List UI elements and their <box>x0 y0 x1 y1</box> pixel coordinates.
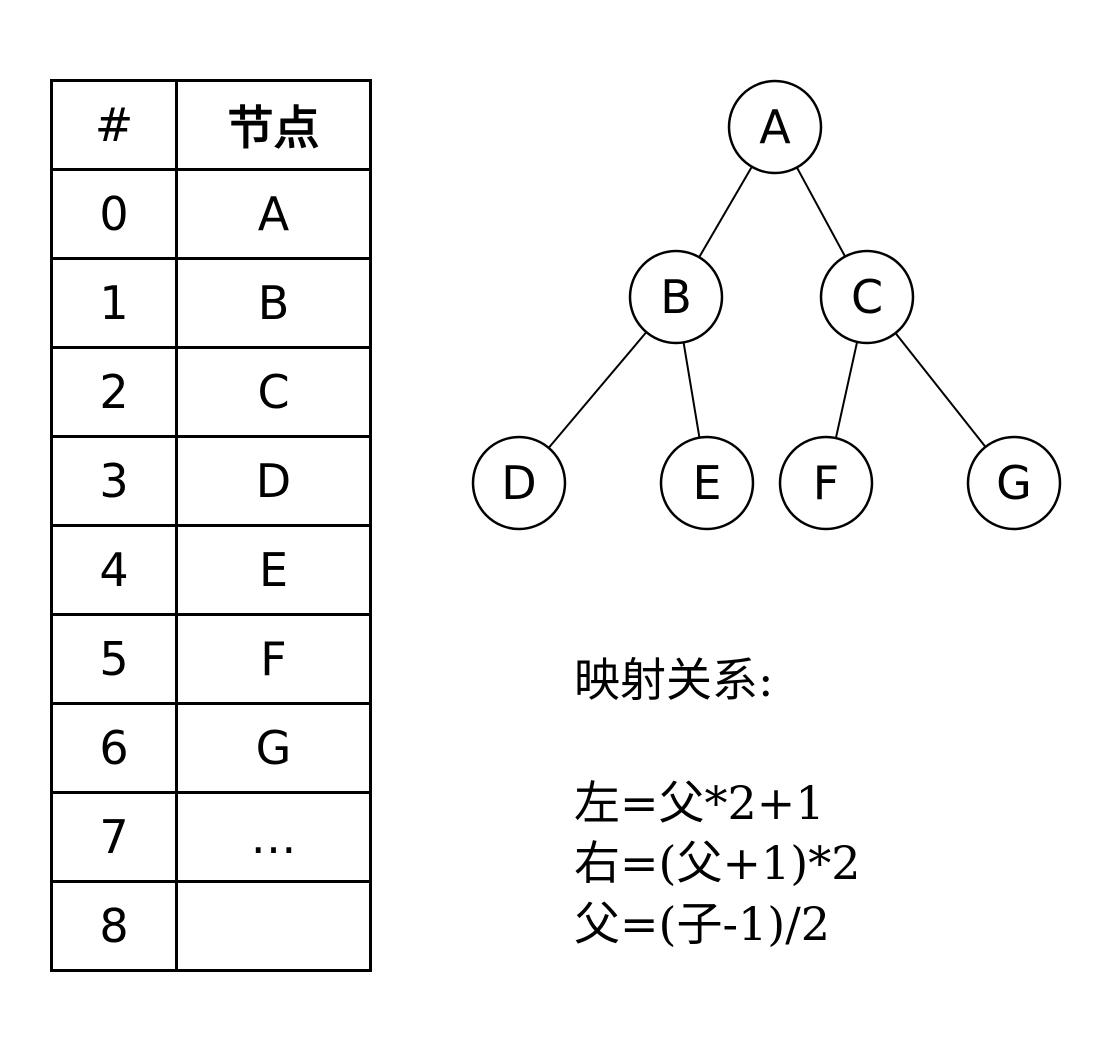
row-node: … <box>175 791 372 883</box>
row-node: F <box>175 613 372 705</box>
row-index: 2 <box>50 346 178 438</box>
table-row: 0 A <box>50 168 372 260</box>
table-row: 8 <box>50 880 372 972</box>
row-node: E <box>175 524 372 616</box>
header-node: 节点 <box>175 79 372 171</box>
tree-node-d <box>471 435 567 531</box>
tree-edge-b-e <box>682 342 701 438</box>
row-index: 0 <box>50 168 178 260</box>
row-index: 8 <box>50 880 178 972</box>
table-row: 3 D <box>50 435 372 527</box>
tree-node-label-f: F <box>813 456 839 510</box>
table-row: 6 G <box>50 702 372 794</box>
formula-right-child: 右=(父+1)*2 <box>574 836 861 891</box>
row-node: G <box>175 702 372 794</box>
row-index: 4 <box>50 524 178 616</box>
formula-parent: 父=(子-1)/2 <box>574 897 831 952</box>
tree-node-c <box>819 249 915 345</box>
table-row: 2 C <box>50 346 372 438</box>
row-node: D <box>175 435 372 527</box>
tree-node-e <box>659 435 755 531</box>
tree-node-label-c: C <box>851 270 883 324</box>
row-node <box>175 880 372 972</box>
tree-edge-c-g <box>894 332 987 448</box>
row-index: 7 <box>50 791 178 883</box>
row-index: 6 <box>50 702 178 794</box>
table-row: 4 E <box>50 524 372 616</box>
tree-node-a <box>727 79 823 175</box>
tree-node-label-b: B <box>660 270 692 324</box>
row-node: B <box>175 257 372 349</box>
tree-node-b <box>628 249 724 345</box>
table-row: 1 B <box>50 257 372 349</box>
row-node: C <box>175 346 372 438</box>
formula-left-child: 左=父*2+1 <box>574 775 825 830</box>
tree-node-label-e: E <box>692 456 721 510</box>
row-index: 3 <box>50 435 178 527</box>
tree-edge-b-d <box>547 331 648 449</box>
tree-node-g <box>966 435 1062 531</box>
tree-node-label-d: D <box>501 456 536 510</box>
table-row: 7 … <box>50 791 372 883</box>
table-header-row: # 节点 <box>50 79 372 171</box>
tree-edge-a-b <box>698 166 753 258</box>
tree-node-label-g: G <box>996 456 1032 510</box>
tree-node-f <box>778 435 874 531</box>
mapping-title: 映射关系: <box>574 653 774 707</box>
mapping-section: 映射关系: 左=父*2+1 右=(父+1)*2 父=(子-1)/2 <box>574 650 861 955</box>
row-index: 1 <box>50 257 178 349</box>
tree-node-label-a: A <box>759 100 791 154</box>
table-row: 5 F <box>50 613 372 705</box>
row-node: A <box>175 168 372 260</box>
tree-edge-a-c <box>796 166 846 258</box>
tree-edge-c-f <box>834 341 859 439</box>
header-index: # <box>50 79 178 171</box>
array-table: # 节点 0 A 1 B 2 C 3 D 4 E 5 F 6 G 7 … 8 <box>50 79 372 972</box>
row-index: 5 <box>50 613 178 705</box>
binary-tree-diagram: A B C D E F G <box>471 79 1062 531</box>
